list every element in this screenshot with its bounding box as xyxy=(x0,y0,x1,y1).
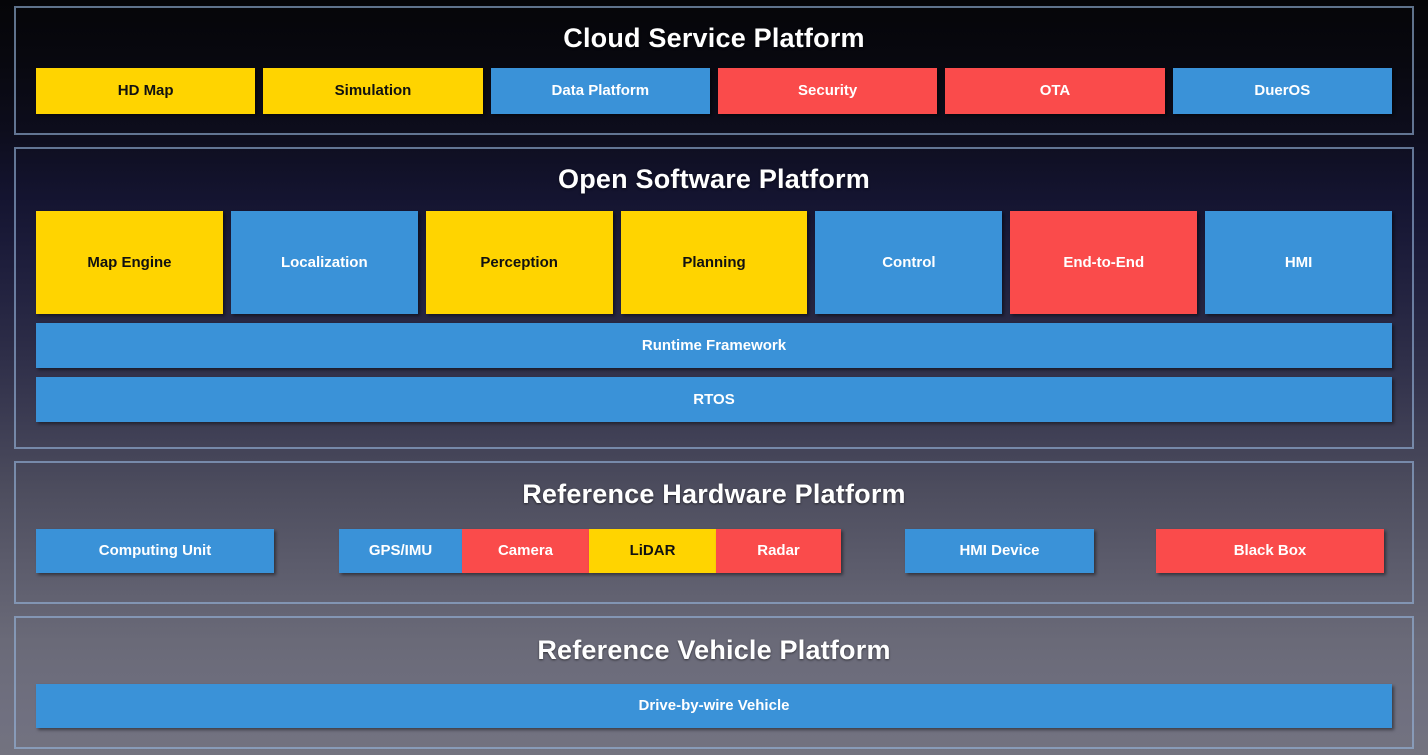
block-simulation[interactable]: Simulation xyxy=(263,68,483,114)
block-security[interactable]: Security xyxy=(717,68,938,114)
layer-title-cloud: Cloud Service Platform xyxy=(563,23,865,53)
architecture-stack: Cloud Service Platform HD Map Simulation… xyxy=(14,6,1414,749)
block-rtos[interactable]: RTOS xyxy=(36,377,1392,422)
block-ota[interactable]: OTA xyxy=(945,68,1165,114)
block-end-to-end[interactable]: End-to-End xyxy=(1010,211,1198,314)
block-black-box[interactable]: Black Box xyxy=(1156,529,1384,573)
layer-reference-vehicle-platform: Reference Vehicle Platform Drive-by-wire… xyxy=(14,616,1414,749)
block-runtime-framework[interactable]: Runtime Framework xyxy=(36,323,1392,368)
block-camera[interactable]: Camera xyxy=(462,529,589,573)
layer-reference-hardware-platform: Reference Hardware Platform Computing Un… xyxy=(14,461,1414,604)
layer-title-software: Open Software Platform xyxy=(558,164,870,194)
block-data-platform[interactable]: Data Platform xyxy=(490,68,710,114)
layer-title-vehicle: Reference Vehicle Platform xyxy=(537,635,891,665)
block-localization[interactable]: Localization xyxy=(230,211,418,314)
block-planning[interactable]: Planning xyxy=(620,211,808,314)
block-perception[interactable]: Perception xyxy=(425,211,613,314)
block-gps-imu[interactable]: GPS/IMU xyxy=(339,529,462,573)
cloud-block-row: HD Map Simulation Data Platform Security… xyxy=(36,68,1392,114)
block-hmi-device[interactable]: HMI Device xyxy=(905,529,1094,573)
block-control[interactable]: Control xyxy=(815,211,1003,314)
block-drive-by-wire-vehicle[interactable]: Drive-by-wire Vehicle xyxy=(36,684,1392,728)
layer-cloud-service-platform: Cloud Service Platform HD Map Simulation… xyxy=(14,6,1414,135)
block-hmi[interactable]: HMI xyxy=(1205,211,1393,314)
block-computing-unit[interactable]: Computing Unit xyxy=(36,529,274,573)
block-map-engine[interactable]: Map Engine xyxy=(36,211,223,314)
block-lidar[interactable]: LiDAR xyxy=(589,529,716,573)
layer-title-hardware: Reference Hardware Platform xyxy=(522,479,906,509)
block-dueros[interactable]: DuerOS xyxy=(1172,68,1392,114)
hardware-block-row: Computing Unit GPS/IMU Camera LiDAR Rada… xyxy=(36,529,1392,573)
sensor-group: GPS/IMU Camera LiDAR Radar xyxy=(339,529,841,573)
block-hd-map[interactable]: HD Map xyxy=(36,68,256,114)
software-block-row: Map Engine Localization Perception Plann… xyxy=(36,211,1393,314)
block-radar[interactable]: Radar xyxy=(716,529,841,573)
layer-open-software-platform: Open Software Platform Map Engine Locali… xyxy=(14,147,1414,449)
